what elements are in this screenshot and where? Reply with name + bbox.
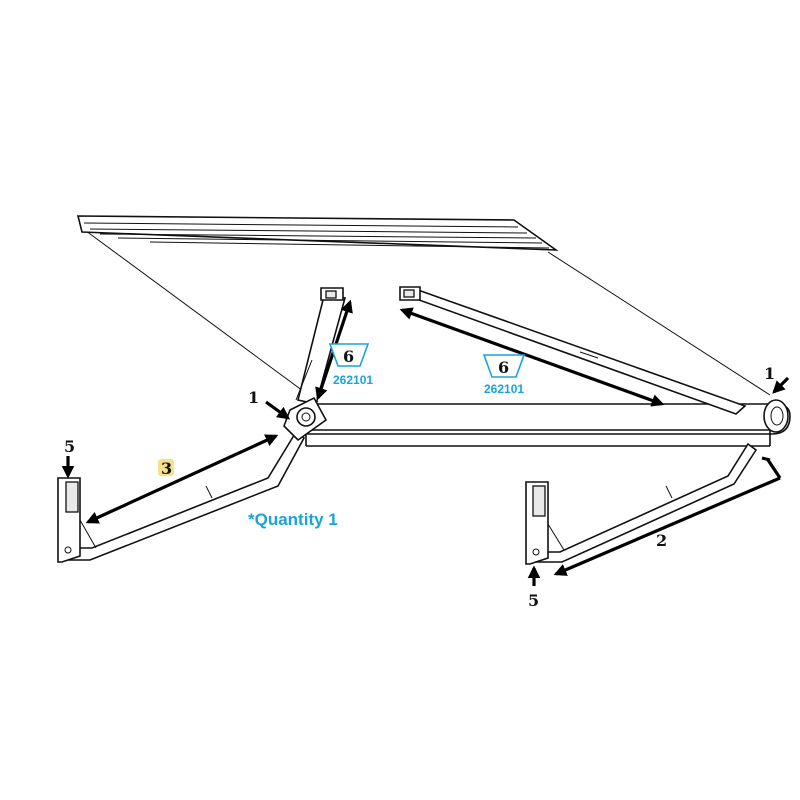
callout-5-right: 5 bbox=[528, 591, 539, 610]
wall-bracket-left bbox=[57, 477, 97, 563]
callout-3: 3 bbox=[161, 459, 172, 478]
arrow-1-right bbox=[772, 376, 790, 394]
callout-line-2 bbox=[553, 476, 781, 576]
callout-line-6-right bbox=[399, 307, 665, 407]
lower-arm-right bbox=[535, 442, 758, 563]
callout-5-left: 5 bbox=[64, 437, 75, 456]
awning-fabric bbox=[76, 215, 771, 403]
roller-tube bbox=[305, 399, 791, 447]
rafter-arm-right bbox=[399, 286, 747, 415]
callout-line-3 bbox=[85, 434, 279, 524]
callout-1-left: 1 bbox=[248, 388, 259, 407]
part-number-6-left: 262101 bbox=[333, 373, 373, 387]
callout-1-right: 1 bbox=[764, 364, 775, 383]
callout-6-right: 6 bbox=[498, 358, 509, 377]
wall-bracket-right bbox=[525, 481, 565, 565]
callout-indicators bbox=[61, 299, 790, 586]
rafter-badge-right bbox=[482, 354, 526, 378]
part-number-6-right: 262101 bbox=[484, 382, 524, 396]
callout-6-left: 6 bbox=[343, 347, 354, 366]
arrow-1-left bbox=[265, 400, 291, 420]
callout-2: 2 bbox=[656, 531, 667, 550]
left-end-cap bbox=[283, 396, 328, 442]
rafter-badge-left bbox=[328, 343, 370, 367]
lower-arm-left bbox=[67, 430, 306, 561]
quantity-note: *Quantity 1 bbox=[248, 510, 338, 529]
highlight-3 bbox=[158, 459, 174, 476]
